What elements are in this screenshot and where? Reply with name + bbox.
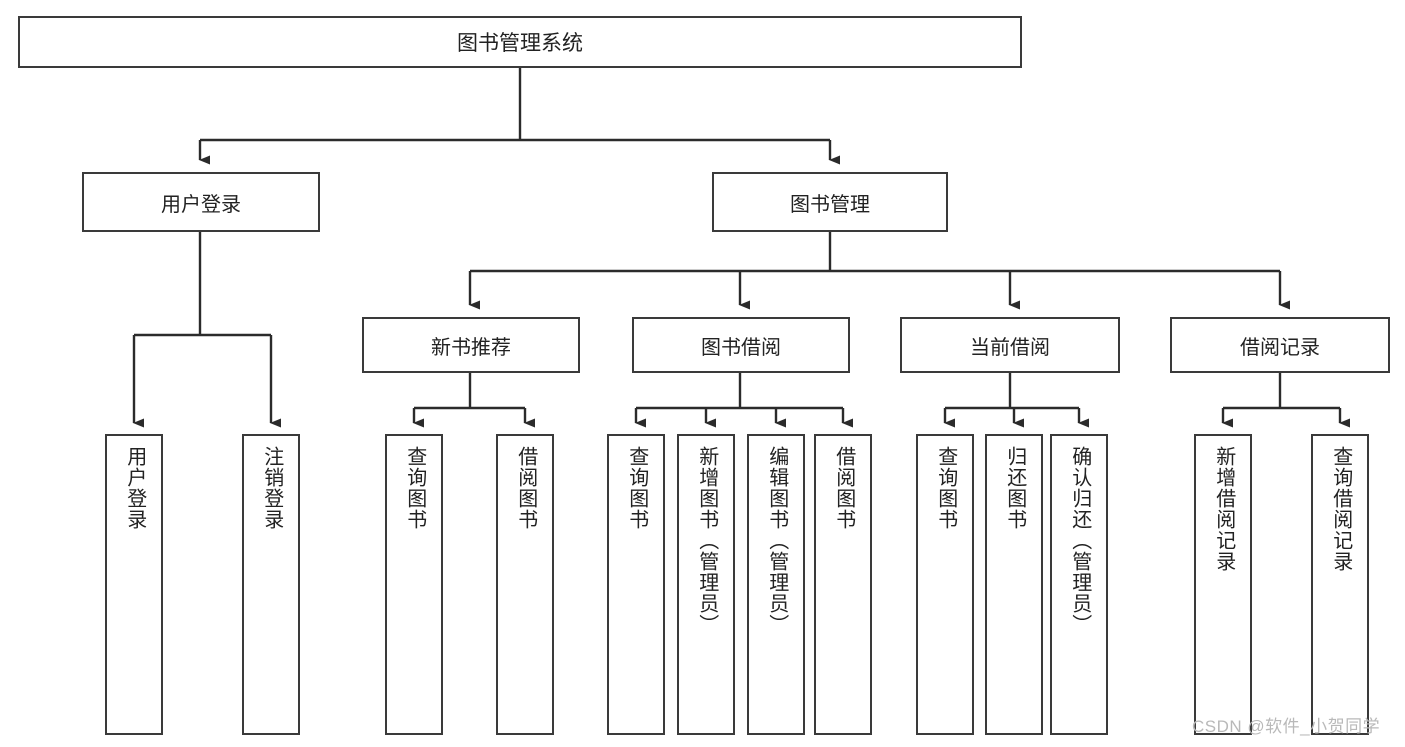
node-root-label: 图书管理系统 bbox=[457, 32, 583, 55]
node-user-login-label: 用户登录 bbox=[161, 193, 241, 216]
node-new-book-recommend[interactable]: 新书推荐 bbox=[362, 317, 580, 373]
leaf-add-book-admin-label: 新增图书（管理员） bbox=[695, 446, 718, 635]
leaf-query-borrow-record-label: 查询借阅记录 bbox=[1329, 446, 1352, 572]
node-current-borrow-label: 当前借阅 bbox=[970, 336, 1050, 359]
leaf-return-book-label: 归还图书 bbox=[1003, 446, 1026, 530]
node-book-management-label: 图书管理 bbox=[790, 193, 870, 216]
leaf-query-borrow-record[interactable]: 查询借阅记录 bbox=[1311, 434, 1369, 735]
leaf-return-book[interactable]: 归还图书 bbox=[985, 434, 1043, 735]
node-current-borrow[interactable]: 当前借阅 bbox=[900, 317, 1120, 373]
node-root[interactable]: 图书管理系统 bbox=[18, 16, 1022, 68]
node-book-management[interactable]: 图书管理 bbox=[712, 172, 948, 232]
leaf-edit-book-admin-label: 编辑图书（管理员） bbox=[765, 446, 788, 635]
leaf-add-book-admin[interactable]: 新增图书（管理员） bbox=[677, 434, 735, 735]
leaf-confirm-return-admin[interactable]: 确认归还（管理员） bbox=[1050, 434, 1108, 735]
node-book-borrow-label: 图书借阅 bbox=[701, 336, 781, 359]
leaf-add-borrow-record-label: 新增借阅记录 bbox=[1212, 446, 1235, 572]
leaf-borrow-query-book[interactable]: 查询图书 bbox=[607, 434, 665, 735]
leaf-edit-book-admin[interactable]: 编辑图书（管理员） bbox=[747, 434, 805, 735]
leaf-user-logout[interactable]: 注销登录 bbox=[242, 434, 300, 735]
leaf-recommend-query-book[interactable]: 查询图书 bbox=[385, 434, 443, 735]
leaf-user-logout-label: 注销登录 bbox=[260, 446, 283, 530]
node-user-login[interactable]: 用户登录 bbox=[82, 172, 320, 232]
node-new-book-recommend-label: 新书推荐 bbox=[431, 336, 511, 359]
leaf-recommend-borrow-book[interactable]: 借阅图书 bbox=[496, 434, 554, 735]
leaf-current-query-book[interactable]: 查询图书 bbox=[916, 434, 974, 735]
leaf-borrow-query-book-label: 查询图书 bbox=[625, 446, 648, 530]
node-borrow-record-label: 借阅记录 bbox=[1240, 336, 1320, 359]
leaf-user-login[interactable]: 用户登录 bbox=[105, 434, 163, 735]
leaf-add-borrow-record[interactable]: 新增借阅记录 bbox=[1194, 434, 1252, 735]
watermark: CSDN @软件_小贺同学 bbox=[1192, 717, 1381, 736]
leaf-borrow-book[interactable]: 借阅图书 bbox=[814, 434, 872, 735]
node-book-borrow[interactable]: 图书借阅 bbox=[632, 317, 850, 373]
leaf-recommend-query-book-label: 查询图书 bbox=[403, 446, 426, 530]
leaf-borrow-book-label: 借阅图书 bbox=[832, 446, 855, 530]
leaf-user-login-label: 用户登录 bbox=[123, 446, 146, 530]
leaf-current-query-book-label: 查询图书 bbox=[934, 446, 957, 530]
node-borrow-record[interactable]: 借阅记录 bbox=[1170, 317, 1390, 373]
leaf-recommend-borrow-book-label: 借阅图书 bbox=[514, 446, 537, 530]
leaf-confirm-return-admin-label: 确认归还（管理员） bbox=[1068, 446, 1091, 635]
